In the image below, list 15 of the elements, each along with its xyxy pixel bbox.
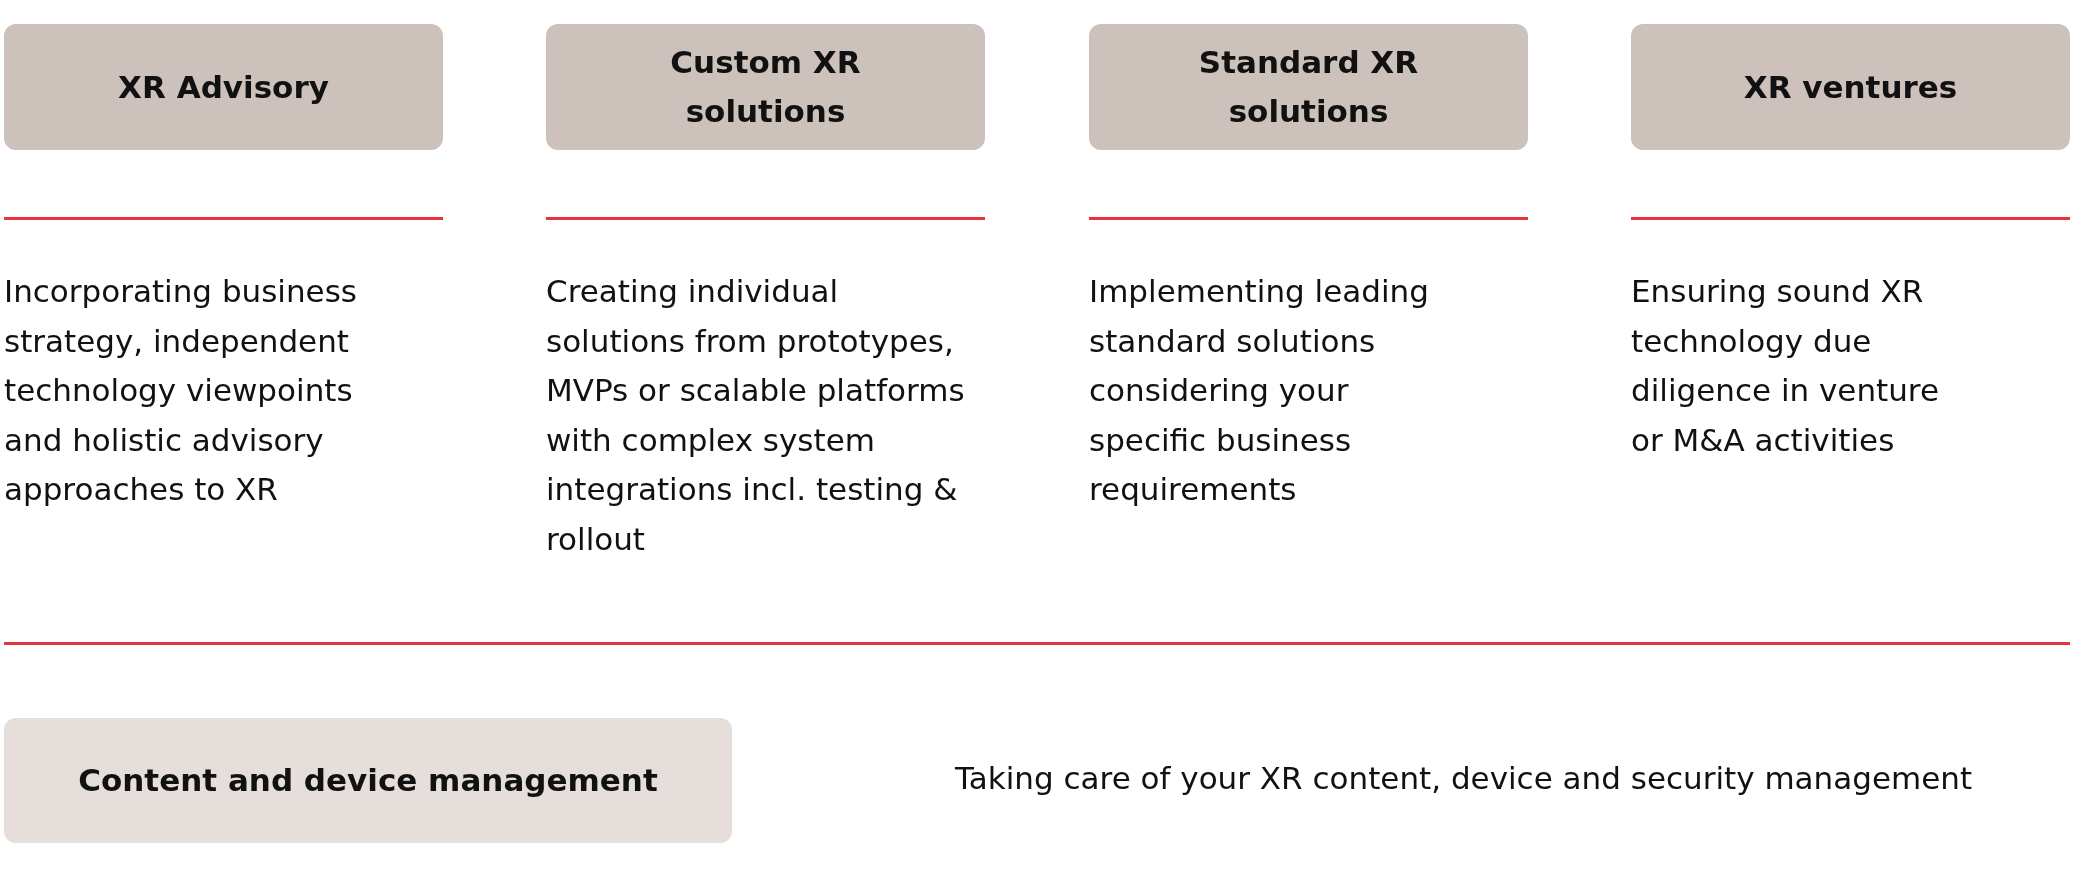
- description-text: Creating individual solutions from prototypes, MVPs or scalable platforms with complex system integrations incl. testing & rollout: [546, 272, 966, 559]
- description-text: Taking care of your XR content, device and security management: [955, 759, 1974, 798]
- box-title: Custom XR solutions: [669, 43, 862, 131]
- description-text: Ensuring sound XR technology due diligence in venture or M&A activities: [1631, 272, 1940, 460]
- service-box: [4, 24, 443, 150]
- service-box: [1631, 24, 2070, 150]
- service-box: [4, 718, 732, 843]
- service-box: [546, 24, 985, 150]
- description-text: Implementing leading standard solutions considering your specific business requirements: [1089, 272, 1430, 509]
- box-title: XR Advisory: [118, 67, 329, 107]
- box-title: XR ventures: [1743, 67, 1958, 107]
- description-text: Incorporating business strategy, independent technology viewpoints and holistic advisory approaches to XR: [4, 272, 358, 509]
- box-title: Standard XR solutions: [1197, 43, 1420, 131]
- box-title: Content and device management: [78, 761, 658, 800]
- service-box: [1089, 24, 1528, 150]
